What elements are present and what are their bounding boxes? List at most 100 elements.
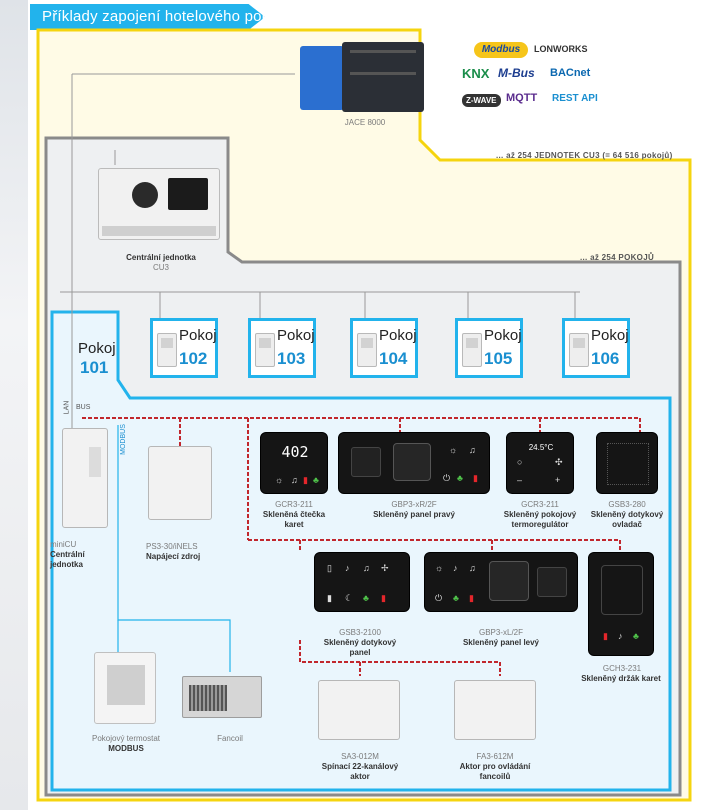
- cu3-label-code: CU3: [152, 263, 169, 272]
- power-socket-icon: [393, 443, 431, 481]
- lamp-icon: ☼: [275, 475, 284, 485]
- bacnet-logo: BACnet: [550, 67, 591, 79]
- cu3-device: [98, 168, 220, 246]
- room-unit-icon: [157, 333, 177, 367]
- card-slot-icon: [601, 565, 643, 615]
- bell-icon: ♫: [291, 475, 298, 485]
- room-box-105: Pokoj 105: [455, 318, 523, 378]
- power-socket-icon: [489, 561, 529, 601]
- gsb3-280-code: GSB3-280: [608, 500, 646, 509]
- room-number: 104: [379, 349, 408, 368]
- clean-icon: ♣: [633, 631, 639, 641]
- gbp3-left-code: GBP3-xL/2F: [478, 628, 523, 637]
- ps3-code: PS3-30/iNELS: [146, 542, 198, 551]
- lonworks-logo: LONWORKS: [534, 44, 588, 54]
- power-icon: ⏻: [443, 473, 451, 483]
- fancoil-device: [182, 676, 262, 718]
- page-title: Příklady zapojení hotelového pokoje: [42, 8, 290, 25]
- lan-label: LAN: [63, 400, 71, 415]
- gch3-card-holder-panel: ▮ ♪ ♣: [588, 552, 654, 656]
- dnd-icon: ▮: [469, 593, 474, 603]
- room-number: 106: [591, 349, 620, 368]
- plus-icon: +: [555, 475, 561, 485]
- gch3-name: Skleněný držák karet: [581, 674, 661, 683]
- thermo-display: 24.5°C: [528, 443, 554, 452]
- room-box-102: Pokoj 102: [150, 318, 218, 378]
- thermostat-device: [94, 652, 156, 724]
- gcr3-thermo-code: GCR3-211: [521, 500, 559, 509]
- gcr3-card-name-1: Skleněná čtečka: [262, 510, 326, 519]
- gsb3-2100-name-2: panel: [349, 648, 371, 657]
- sa3-code: SA3-012M: [341, 752, 379, 761]
- zone-room-area: [50, 310, 672, 792]
- gsb3-2100-panel: ▯ ♪ ♫ ✢ ▮ ☾ ♣ ▮: [314, 552, 410, 612]
- sa3-name-1: Spínací 22-kanálový: [321, 762, 399, 771]
- rest-api-logo: REST API: [552, 93, 598, 104]
- minicu-device: [62, 428, 108, 528]
- room-unit-icon: [255, 333, 275, 367]
- clean-icon: ♣: [453, 593, 459, 603]
- bell-icon: ♪: [345, 563, 350, 573]
- gcr3-thermo-name-1: Skleněný pokojový: [503, 510, 577, 519]
- room-word: Pokoj: [179, 327, 217, 344]
- room-box-103: Pokoj 103: [248, 318, 316, 378]
- room-word: Pokoj: [484, 327, 522, 344]
- gbp3-right-panel: ☼ ♫ ⏻ ♣ ▮: [338, 432, 490, 494]
- protocol-logos: Modbus LONWORKS KNX M-Bus BACnet Z-WAVE …: [462, 42, 622, 118]
- fa3-name-1: Aktor pro ovládání: [459, 762, 531, 771]
- gbp3-left-name: Skleněný panel levý: [462, 638, 540, 647]
- modbus-logo: Modbus: [474, 42, 528, 58]
- gbp3-right-code: GBP3-xR/2F: [391, 500, 437, 509]
- gcr3-thermo-name-2: termoregulátor: [511, 520, 569, 529]
- gbp3-right-name: Skleněný panel pravý: [373, 510, 455, 519]
- room-101-word: Pokoj: [78, 340, 116, 357]
- ps3-name: Napájecí zdroj: [146, 552, 201, 561]
- room-unit-icon: [462, 333, 482, 367]
- room-unit-icon: [569, 333, 589, 367]
- lamp-icon: ☼: [449, 445, 458, 455]
- minus-icon: –: [517, 475, 523, 485]
- minicu-name-1: Centrální: [50, 550, 85, 559]
- minicu-name-2: jednotka: [50, 560, 83, 569]
- light-icon: ▮: [327, 593, 332, 603]
- fa3-name-2: fancoilů: [479, 772, 511, 781]
- link-bus: [82, 417, 641, 676]
- gsb3-2100-code: GSB3-2100: [339, 628, 381, 637]
- room-box-106: Pokoj 106: [562, 318, 630, 378]
- title-banner: [30, 4, 265, 30]
- room-word: Pokoj: [277, 327, 315, 344]
- music-icon: ♫: [469, 445, 476, 455]
- room-word: Pokoj: [379, 327, 417, 344]
- clean-icon: ♣: [457, 473, 463, 483]
- usb-socket-icon: [351, 447, 381, 477]
- gcr3-thermostat-panel: 24.5°C ○ ✣ – +: [506, 432, 574, 494]
- sa3-device: [318, 680, 400, 740]
- bell-icon: ♪: [618, 631, 623, 641]
- jace-label: JACE 8000: [344, 118, 386, 127]
- gbp3-left-panel: ☼ ♪ ♫ ⏻ ♣ ▮: [424, 552, 578, 612]
- fan-icon: ✢: [381, 563, 389, 573]
- fa3-device: [454, 680, 536, 740]
- gcr3-card-reader-panel: 402 ☼ ♫ ▮ ♣: [260, 432, 328, 494]
- moon-icon: ☾: [345, 593, 354, 603]
- clean-icon: ♣: [313, 475, 319, 485]
- lamp-icon: ▯: [327, 563, 332, 573]
- fan-icon: ✣: [555, 457, 563, 467]
- dnd-icon: ▮: [603, 631, 608, 641]
- clean-icon: ♣: [363, 593, 369, 603]
- link-modbus: [117, 425, 231, 672]
- room-number: 103: [277, 349, 306, 368]
- rooms-count-note: ... až 254 POKOJŮ: [580, 253, 655, 262]
- bus-label: BUS: [76, 404, 91, 411]
- gsb3-280-name-2: ovladač: [612, 520, 642, 529]
- ps3-device: [148, 446, 212, 520]
- power-icon: ⏻: [435, 593, 443, 603]
- dnd-icon: ▮: [473, 473, 478, 483]
- gch3-code: GCH3-231: [602, 664, 642, 673]
- sa3-name-2: aktor: [350, 772, 370, 781]
- room-101-number: 101: [80, 358, 109, 377]
- gsb3-2100-name-1: Skleněný dotykový: [323, 638, 397, 647]
- mqtt-logo: MQTT: [506, 92, 538, 104]
- room-unit-icon: [357, 333, 377, 367]
- room-word: Pokoj: [591, 327, 629, 344]
